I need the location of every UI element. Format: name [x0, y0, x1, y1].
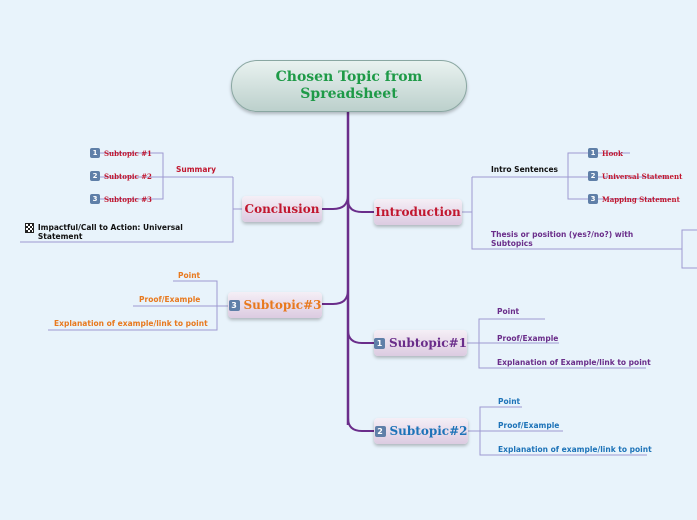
subtopic1-explanation[interactable]: Explanation of Example/link to point	[497, 358, 651, 367]
number-2-icon: 2	[374, 425, 386, 437]
subtopic3-explanation[interactable]: Explanation of example/link to point	[54, 319, 208, 328]
number-1-icon: 1	[588, 148, 598, 158]
conclusion-subtopic-3-label: Subtopic #3	[104, 194, 152, 204]
topic-subtopic1-label: Subtopic#1	[389, 336, 467, 350]
intro-item-hook[interactable]: 1 Hook	[588, 148, 623, 158]
intro-item-universal-statement-label: Universal Statement	[602, 171, 683, 181]
call-to-action-label: Impactful/Call to Action: Universal Stat…	[37, 223, 183, 241]
subtopic3-point[interactable]: Point	[178, 271, 201, 280]
topic-subtopic1[interactable]: 1 Subtopic#1	[374, 330, 467, 356]
topic-conclusion-label: Conclusion	[244, 202, 320, 216]
checkered-flag-icon	[25, 223, 34, 233]
number-2-icon: 2	[90, 171, 100, 181]
thesis-node[interactable]: Thesis or position (yes?/no?) with Subto…	[491, 230, 634, 248]
topic-conclusion[interactable]: Conclusion	[242, 196, 322, 222]
number-3-icon: 3	[90, 194, 100, 204]
conclusion-subtopic-3[interactable]: 3 Subtopic #3	[90, 194, 152, 204]
number-3-icon: 3	[588, 194, 598, 204]
number-3-icon: 3	[228, 299, 240, 311]
topic-introduction[interactable]: Introduction	[374, 199, 462, 225]
summary-node[interactable]: Summary	[176, 165, 217, 174]
call-to-action-node[interactable]: Impactful/Call to Action: Universal Stat…	[25, 223, 185, 241]
number-1-icon: 1	[374, 337, 385, 349]
subtopic2-explanation[interactable]: Explanation of example/link to point	[498, 445, 652, 454]
number-2-icon: 2	[588, 171, 598, 181]
subtopic3-proof[interactable]: Proof/Example	[139, 295, 201, 304]
intro-sentences-node[interactable]: Intro Sentences	[491, 165, 559, 174]
subtopic1-point[interactable]: Point	[497, 307, 520, 316]
topic-subtopic3[interactable]: 3 Subtopic#3	[228, 292, 322, 318]
intro-item-mapping-statement-label: Mapping Statement	[602, 194, 680, 204]
conclusion-subtopic-2[interactable]: 2 Subtopic #2	[90, 171, 152, 181]
topic-subtopic2[interactable]: 2 Subtopic#2	[374, 418, 468, 444]
topic-subtopic3-label: Subtopic#3	[243, 298, 322, 312]
central-topic-label: Chosen Topic from Spreadsheet	[275, 69, 423, 102]
subtopic1-proof[interactable]: Proof/Example	[497, 334, 559, 343]
intro-item-universal-statement[interactable]: 2 Universal Statement	[588, 171, 682, 181]
subtopic2-point[interactable]: Point	[498, 397, 521, 406]
conclusion-subtopic-1-label: Subtopic #1	[104, 148, 152, 158]
topic-subtopic2-label: Subtopic#2	[389, 424, 468, 438]
intro-item-hook-label: Hook	[602, 148, 623, 158]
intro-item-mapping-statement[interactable]: 3 Mapping Statement	[588, 194, 680, 204]
conclusion-subtopic-2-label: Subtopic #2	[104, 171, 152, 181]
central-topic[interactable]: Chosen Topic from Spreadsheet	[231, 60, 467, 112]
number-1-icon: 1	[90, 148, 100, 158]
conclusion-subtopic-1[interactable]: 1 Subtopic #1	[90, 148, 152, 158]
topic-introduction-label: Introduction	[375, 205, 461, 219]
subtopic2-proof[interactable]: Proof/Example	[498, 421, 560, 430]
